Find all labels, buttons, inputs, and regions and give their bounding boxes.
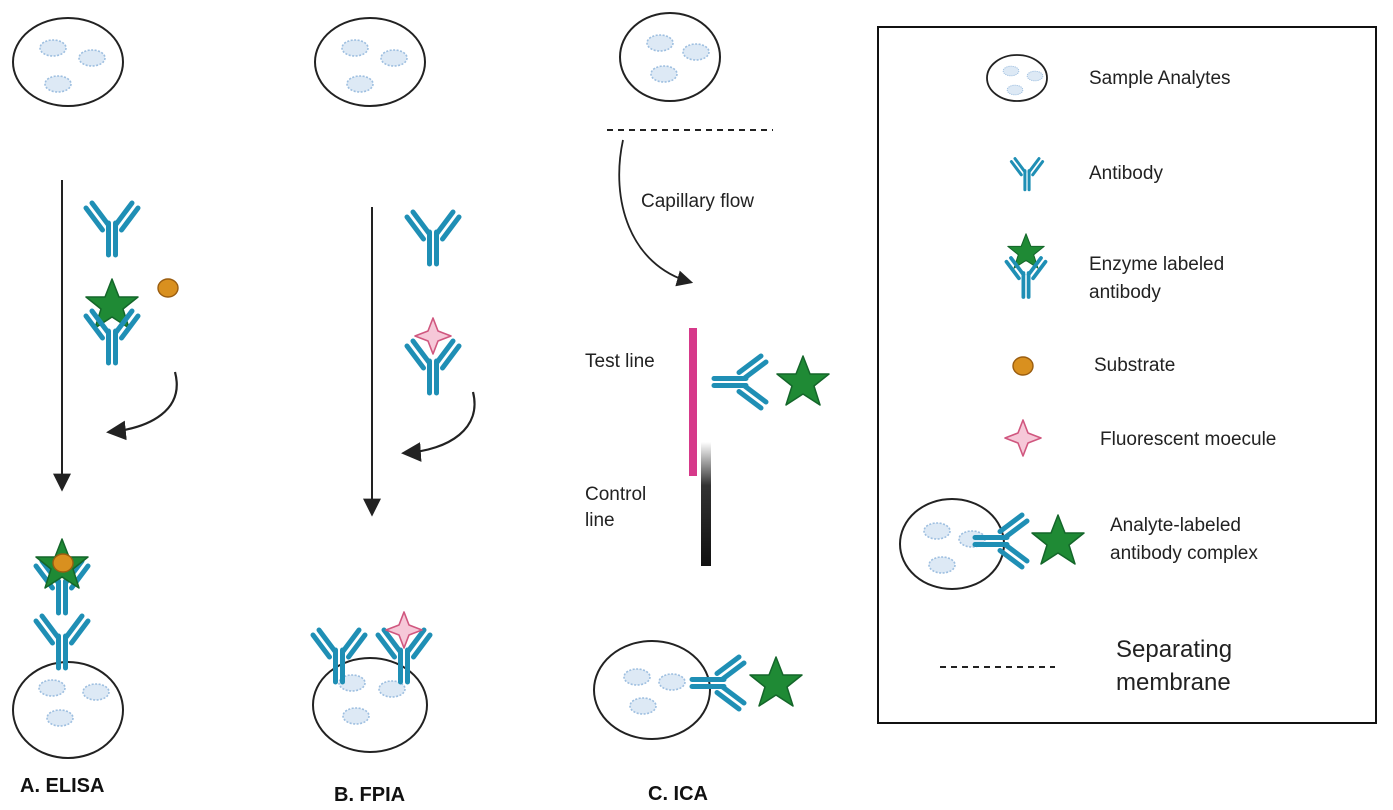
panel-label-elisa: A. ELISA [20, 775, 104, 797]
legend: Sample Analytes Antibody Enzyme labeled … [877, 26, 1377, 724]
legend-antibody-label: Antibody [1089, 163, 1163, 184]
capillary-flow-label: Capillary flow [641, 191, 754, 212]
legend-enzyme-labeled-label-2: antibody [1089, 282, 1161, 303]
control-line-label: Control [585, 484, 646, 505]
test-line-label: Test line [585, 351, 655, 372]
legend-sample-analytes-label: Sample Analytes [1089, 68, 1231, 89]
analyte-complex [593, 640, 803, 740]
panel-elisa: A. ELISA [12, 17, 179, 797]
antibody-icon [86, 311, 138, 363]
bound-complex [12, 538, 124, 759]
curved-arrow [401, 391, 476, 462]
legend-membrane-label-2: membrane [1116, 669, 1231, 696]
enzyme-star-icon [85, 278, 139, 329]
legend-complex-label-2: antibody complex [1110, 543, 1258, 564]
legend-substrate-icon [1012, 356, 1034, 376]
panel-label-fpia: B. FPIA [334, 784, 405, 806]
sample-analytes [12, 17, 124, 107]
panel-fpia: B. FPIA [313, 17, 476, 806]
panel-ica: Capillary flow Test line Control line C.… [585, 12, 830, 805]
legend-fluorescent-label: Fluorescent moecule [1100, 429, 1276, 450]
panel-label-ica: C. ICA [648, 783, 708, 805]
legend-membrane-label: Separating [1116, 636, 1232, 663]
legend-complex-label: Analyte-labeled [1110, 515, 1241, 536]
sample-analytes [314, 17, 426, 107]
antibody-icon [86, 203, 138, 255]
antibody-icon [407, 212, 459, 264]
control-line [701, 442, 711, 566]
legend-box [877, 26, 1377, 724]
curved-arrow [106, 371, 178, 441]
capillary-flow-arrow [618, 139, 694, 287]
legend-enzyme-labeled-label: Enzyme labeled [1089, 254, 1224, 275]
test-line-complex [714, 356, 830, 408]
bound-complex [313, 611, 430, 753]
legend-sample-analytes-icon [986, 54, 1048, 102]
legend-substrate-label: Substrate [1094, 355, 1175, 376]
control-line-label-2: line [585, 510, 615, 531]
substrate-icon [157, 278, 179, 298]
sample-analytes [619, 12, 721, 102]
test-line [689, 328, 697, 476]
legend-complex-icon [899, 498, 1085, 590]
